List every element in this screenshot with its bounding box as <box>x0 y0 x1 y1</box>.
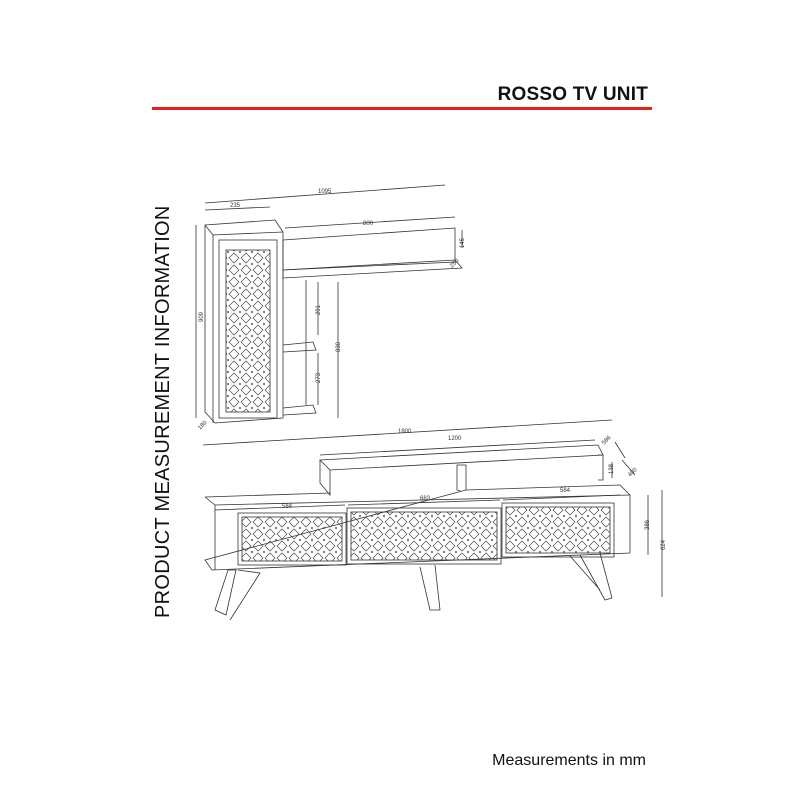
dim-tv-depth: 400 <box>627 467 639 479</box>
dim-wall-total-width: 1095 <box>318 189 332 195</box>
dim-cabinet-depth: 180 <box>197 420 209 432</box>
dim-top-shelf-width: 1200 <box>448 436 462 442</box>
dim-shelf-height: 145 <box>460 237 466 248</box>
dim-tv-total-width: 1800 <box>398 429 412 435</box>
dim-upper-gap: 291 <box>316 304 322 315</box>
dim-wall-height: 909 <box>199 311 205 322</box>
document-title: ROSSO TV UNIT <box>497 84 648 105</box>
dim-cabinet-width: 235 <box>230 203 241 209</box>
dim-shelf-depth: 250 <box>449 258 461 270</box>
title-underline <box>152 107 652 110</box>
dim-left-door: 584 <box>282 504 293 510</box>
dim-middle-door: 683 <box>420 496 431 502</box>
dim-top-shelf-depth: 586 <box>601 435 613 447</box>
dim-total-height: 624 <box>661 539 667 550</box>
dim-column-height: 830 <box>336 341 342 352</box>
measurement-note: Measurements in mm <box>492 752 646 769</box>
tv-stand-drawing <box>202 419 663 621</box>
dim-lower-gap: 273 <box>316 372 322 383</box>
dim-shelf-width: 800 <box>363 221 374 227</box>
dim-right-door: 584 <box>560 488 571 494</box>
dimension-labels: 1095 235 800 145 250 909 291 273 830 180… <box>197 189 667 550</box>
wall-unit-drawing <box>195 184 463 424</box>
dim-top-shelf-height: 138 <box>609 463 615 474</box>
dim-body-height: 386 <box>645 519 651 530</box>
